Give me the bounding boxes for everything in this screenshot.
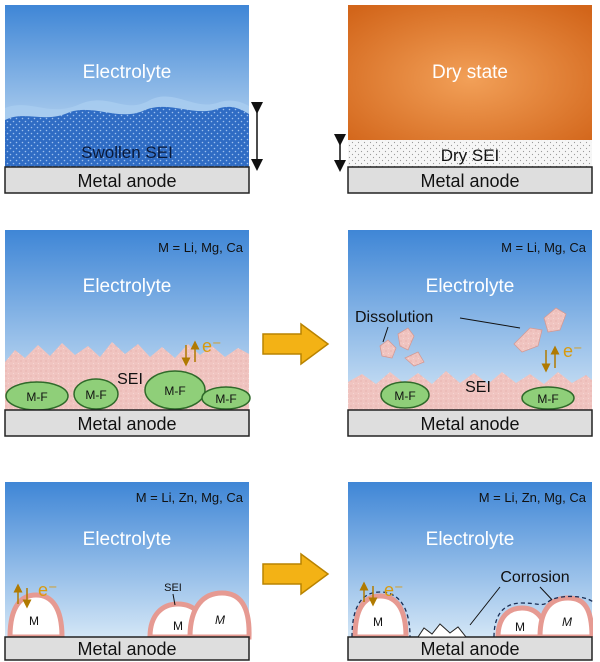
dry-sei-layer bbox=[348, 140, 592, 167]
mf-particle bbox=[201, 386, 251, 410]
metal-particle-label: M bbox=[562, 615, 572, 629]
sei-fragment bbox=[397, 327, 415, 351]
metal-anode-label: Metal anode bbox=[420, 414, 519, 434]
dissolution-pointer bbox=[382, 326, 389, 343]
corrosion-pit bbox=[417, 623, 468, 638]
panel-particle-sei: M = Li, Zn, Mg, Ca Electrolyte M e⁻ M M … bbox=[4, 482, 252, 661]
metal-particle bbox=[352, 593, 409, 637]
metal-anode bbox=[347, 636, 593, 661]
transition-arrow bbox=[262, 322, 330, 366]
formula-label: M = Li, Mg, Ca bbox=[158, 240, 244, 255]
metal-anode bbox=[347, 409, 593, 437]
mf-particle-label: M-F bbox=[26, 390, 47, 404]
panel-sei-dissolution: M = Li, Mg, Ca Electrolyte Dissolution S… bbox=[347, 230, 593, 437]
dry-sei-label: Dry SEI bbox=[441, 146, 500, 165]
transition-arrow bbox=[262, 552, 330, 596]
formula-label: M = Li, Zn, Mg, Ca bbox=[136, 490, 244, 505]
electrolyte-label: Electrolyte bbox=[426, 529, 515, 550]
formula-label: M = Li, Mg, Ca bbox=[501, 240, 587, 255]
mf-particle-label: M-F bbox=[537, 392, 558, 406]
electron-label: e⁻ bbox=[202, 336, 222, 356]
mf-particle bbox=[380, 381, 430, 409]
corrosion-pointer bbox=[469, 586, 501, 626]
mf-particle bbox=[144, 370, 206, 410]
metal-anode bbox=[4, 166, 250, 194]
panel-swollen-sei: Electrolyte Swollen SEI Metal anode bbox=[4, 5, 263, 194]
metal-particle-label: M bbox=[373, 615, 383, 629]
dry-state-label: Dry state bbox=[432, 62, 508, 83]
panel-dry-sei: Dry state Dry SEI Metal anode bbox=[334, 5, 593, 194]
mf-particle-label: M-F bbox=[164, 384, 185, 398]
mf-particle bbox=[73, 378, 119, 410]
metal-anode-label: Metal anode bbox=[77, 171, 176, 191]
sei-label: SEI bbox=[117, 371, 143, 388]
mf-particle bbox=[521, 386, 575, 410]
sei-fragment bbox=[543, 307, 567, 333]
metal-particle bbox=[187, 590, 252, 640]
electrolyte-label: Electrolyte bbox=[83, 62, 172, 83]
metal-anode bbox=[4, 409, 250, 437]
sei-label: SEI bbox=[465, 379, 491, 396]
corrosion-label: Corrosion bbox=[500, 569, 569, 586]
sei-fragment bbox=[404, 351, 425, 367]
electrolyte-label: Electrolyte bbox=[83, 529, 172, 550]
electrolyte-label: Electrolyte bbox=[83, 276, 172, 297]
mf-particle-label: M-F bbox=[394, 389, 415, 403]
dissolution-pointer bbox=[459, 317, 521, 329]
corrosion-boundary bbox=[351, 591, 411, 637]
metal-anode bbox=[4, 636, 250, 661]
electron-label: e⁻ bbox=[384, 580, 404, 600]
electron-label: e⁻ bbox=[563, 341, 583, 361]
panel-corrosion: M = Li, Zn, Mg, Ca Electrolyte Corrosion… bbox=[347, 482, 593, 661]
mf-particle-label: M-F bbox=[215, 392, 236, 406]
sei-pointer bbox=[172, 593, 176, 606]
sei-label: SEI bbox=[164, 582, 182, 594]
metal-anode-label: Metal anode bbox=[420, 171, 519, 191]
electrolyte-label: Electrolyte bbox=[426, 276, 515, 297]
mf-particle-label: M-F bbox=[85, 388, 106, 402]
panel-sei-formation: M = Li, Mg, Ca Electrolyte SEI e⁻ M-F M-… bbox=[4, 230, 251, 437]
metal-particle bbox=[537, 595, 593, 637]
metal-anode-label: Metal anode bbox=[77, 639, 176, 659]
metal-particle-label: M bbox=[215, 613, 225, 627]
metal-anode bbox=[347, 166, 593, 194]
dry-state-region bbox=[348, 5, 592, 140]
sei-fragment bbox=[379, 339, 397, 359]
formula-label: M = Li, Zn, Mg, Ca bbox=[479, 490, 587, 505]
metal-particle-label: M bbox=[515, 620, 525, 634]
metal-particle-label: M bbox=[173, 619, 183, 633]
swollen-sei-label: Swollen SEI bbox=[81, 143, 173, 162]
sei-fragment bbox=[513, 327, 543, 353]
corrosion-boundary bbox=[493, 595, 593, 637]
swollen-sei-layer bbox=[5, 106, 249, 167]
metal-anode-label: Metal anode bbox=[420, 639, 519, 659]
metal-anode-label: Metal anode bbox=[77, 414, 176, 434]
dissolution-label: Dissolution bbox=[355, 309, 433, 326]
metal-particle-label: M bbox=[29, 614, 39, 628]
electron-label: e⁻ bbox=[38, 580, 58, 600]
